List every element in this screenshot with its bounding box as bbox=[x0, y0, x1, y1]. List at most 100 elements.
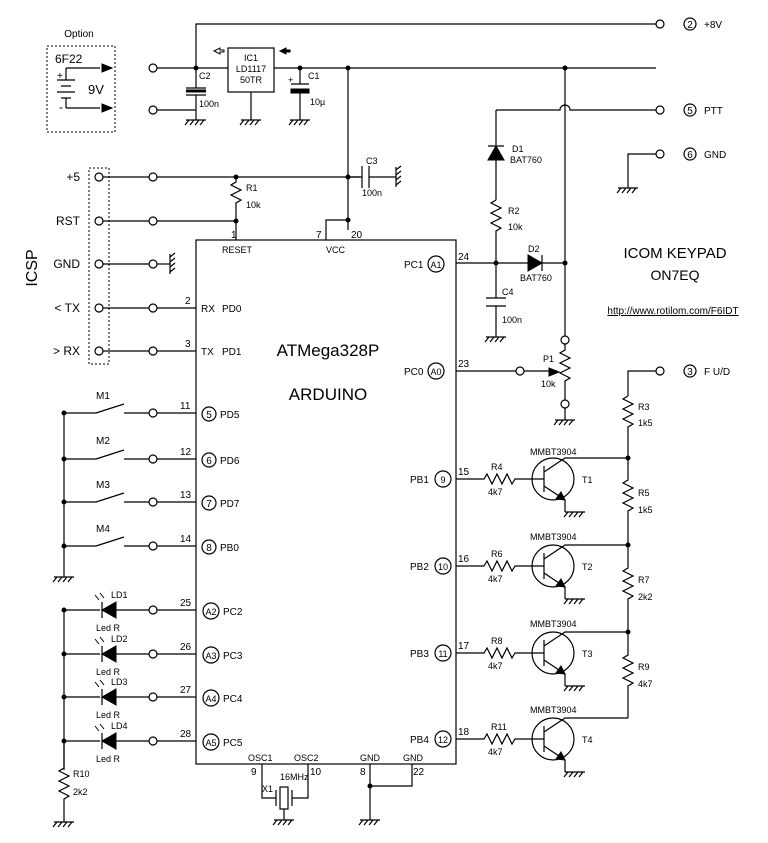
mcu-chip: ATMega328P ARDUINO 1 RESET 7 20 VCC 2 RX… bbox=[185, 217, 457, 818]
connector-fud[interactable]: 3 F U/D bbox=[655, 364, 730, 378]
led-ld1-pin: 25 bbox=[180, 598, 192, 609]
switch-m4-pin: 14 bbox=[180, 534, 192, 545]
pb2-pin: 16 bbox=[458, 554, 470, 565]
switch-m1[interactable]: M1 11 bbox=[61, 391, 197, 418]
icsp-pin-rx: > RX bbox=[53, 344, 80, 358]
transistor-t2: MMBT3904 T2 R6 4k7 bbox=[456, 532, 628, 599]
pb1-pin: 15 bbox=[458, 467, 470, 478]
pin-rx-num: 2 bbox=[185, 296, 191, 307]
url-link[interactable]: http://www.rotilom.com/F6IDT bbox=[607, 306, 738, 317]
connector-8v-num: 2 bbox=[687, 20, 693, 31]
pb3-a: 11 bbox=[438, 649, 447, 659]
ptt-circuit: D1 BAT760 R2 10k C4 100n D2 BAT760 P1 10… bbox=[486, 65, 656, 418]
connector-fud-label: F U/D bbox=[704, 367, 730, 378]
pin-gnd8-label: GND bbox=[360, 753, 381, 763]
sw4-d: 8 bbox=[206, 543, 212, 554]
pb2-port: PB2 bbox=[410, 562, 429, 573]
ic1-ref: IC1 bbox=[244, 53, 258, 63]
pin-reset-label: RESET bbox=[222, 245, 253, 255]
diagram-title: ICOM KEYPAD bbox=[623, 245, 726, 262]
t4-part: MMBT3904 bbox=[530, 705, 577, 715]
battery-type: 6F22 bbox=[55, 52, 83, 66]
sw1-port: PD5 bbox=[220, 410, 240, 421]
t1-rb-ref: R4 bbox=[491, 462, 503, 472]
pin-osc2-label: OSC2 bbox=[294, 753, 319, 763]
t1-part: MMBT3904 bbox=[530, 447, 577, 457]
pin-gnd22-label: GND bbox=[403, 753, 424, 763]
d2-value: BAT760 bbox=[520, 273, 552, 283]
r7-ref: R7 bbox=[638, 575, 650, 585]
t2-rb-ref: R6 bbox=[491, 549, 503, 559]
pin-vcc20-num: 20 bbox=[351, 230, 363, 241]
d2-ref: D2 bbox=[528, 244, 540, 254]
led-ld2-ref: LD2 bbox=[111, 634, 128, 644]
r1-ref: R1 bbox=[246, 183, 258, 193]
switch-m2[interactable]: M2 12 bbox=[61, 436, 197, 464]
r9-value: 4k7 bbox=[638, 679, 653, 689]
led1-port: PC2 bbox=[223, 607, 243, 618]
sw2-d: 6 bbox=[206, 456, 212, 467]
connector-ptt[interactable]: 5 PTT bbox=[655, 103, 723, 117]
r5-ref: R5 bbox=[638, 488, 650, 498]
pc1-port: PC1 bbox=[404, 260, 424, 271]
sw1-d: 5 bbox=[206, 410, 212, 421]
connector-gnd[interactable]: 6 GND bbox=[627, 147, 726, 186]
switch-m1-ref: M1 bbox=[96, 391, 110, 402]
pin-vcc-label: VCC bbox=[326, 245, 346, 255]
connector-8v[interactable]: 2 +8V bbox=[655, 17, 722, 31]
chip-subtitle: ARDUINO bbox=[289, 385, 367, 404]
switch-bank: M1 11 M2 12 M3 13 M4 bbox=[61, 391, 197, 575]
led-ld2-type: Led R bbox=[96, 667, 121, 677]
pb2-a: 10 bbox=[438, 562, 448, 572]
icsp-pin-5v: +5 bbox=[66, 170, 80, 184]
x1-value: 16MHz bbox=[280, 772, 309, 782]
switch-m2-ref: M2 bbox=[96, 436, 110, 447]
icsp-pin-rst: RST bbox=[56, 214, 81, 228]
r9-ref: R9 bbox=[638, 662, 650, 672]
c4-ref: C4 bbox=[502, 287, 514, 297]
switch-m4-ref: M4 bbox=[96, 524, 110, 535]
pin-osc1-label: OSC1 bbox=[248, 753, 273, 763]
c2-value: 100n bbox=[199, 99, 219, 109]
pin-vcc7-num: 7 bbox=[316, 230, 322, 241]
connector-fud-num: 3 bbox=[687, 367, 693, 378]
transistor-t4: MMBT3904 T4 R11 4k7 bbox=[456, 705, 628, 772]
switch-m3[interactable]: M3 13 bbox=[61, 480, 197, 507]
r2-value: 10k bbox=[508, 222, 523, 232]
author-label: ON7EQ bbox=[650, 267, 699, 283]
t1-ref: T1 bbox=[582, 475, 593, 485]
pc0-port: PC0 bbox=[404, 367, 424, 378]
r3-value: 1k5 bbox=[638, 418, 653, 428]
pin-rx-prefix: RX bbox=[201, 304, 215, 315]
connector-8v-label: +8V bbox=[704, 20, 722, 31]
right-port-labels: PC1 A1 24 PC0 A0 23 PB1 9 15 PB2 10 16 P… bbox=[404, 252, 549, 748]
t2-part: MMBT3904 bbox=[530, 532, 577, 542]
sw3-port: PD7 bbox=[220, 499, 240, 510]
switch-m4[interactable]: M4 14 bbox=[61, 524, 197, 551]
battery-minus: - bbox=[59, 100, 63, 114]
led-ld4: LD4 Led R 28 bbox=[61, 721, 196, 764]
pin-gnd22-num: 22 bbox=[413, 767, 425, 778]
c1-value: 10µ bbox=[310, 97, 325, 107]
r10-ref: R10 bbox=[73, 769, 90, 779]
switch-m1-pin: 11 bbox=[180, 401, 191, 412]
transistor-t3: MMBT3904 T3 R8 4k7 bbox=[456, 619, 628, 686]
led3-a: A4 bbox=[205, 694, 216, 704]
t3-ref: T3 bbox=[582, 649, 593, 659]
p1-value: 10k bbox=[541, 379, 556, 389]
c3-ref: C3 bbox=[366, 156, 378, 166]
icsp-label: ICSP bbox=[24, 249, 41, 286]
led-ld1: LD1 Led R 25 bbox=[61, 590, 196, 633]
r1-value: 10k bbox=[246, 200, 261, 210]
icsp-header: +5 RST GND < TX > RX R1 10k C3 100n bbox=[53, 156, 396, 365]
pin-rx-label: PD0 bbox=[222, 304, 242, 315]
t1-rb-value: 4k7 bbox=[488, 487, 503, 497]
r5-value: 1k5 bbox=[638, 505, 653, 515]
pin-gnd8-num: 8 bbox=[360, 767, 366, 778]
sw3-d: 7 bbox=[206, 499, 212, 510]
icsp-pin-tx: < TX bbox=[55, 301, 80, 315]
left-port-labels: 5 PD5 6 PD6 7 PD7 8 PB0 bbox=[201, 406, 240, 555]
led-ld4-type: Led R bbox=[96, 754, 121, 764]
led-ld1-ref: LD1 bbox=[111, 590, 128, 600]
